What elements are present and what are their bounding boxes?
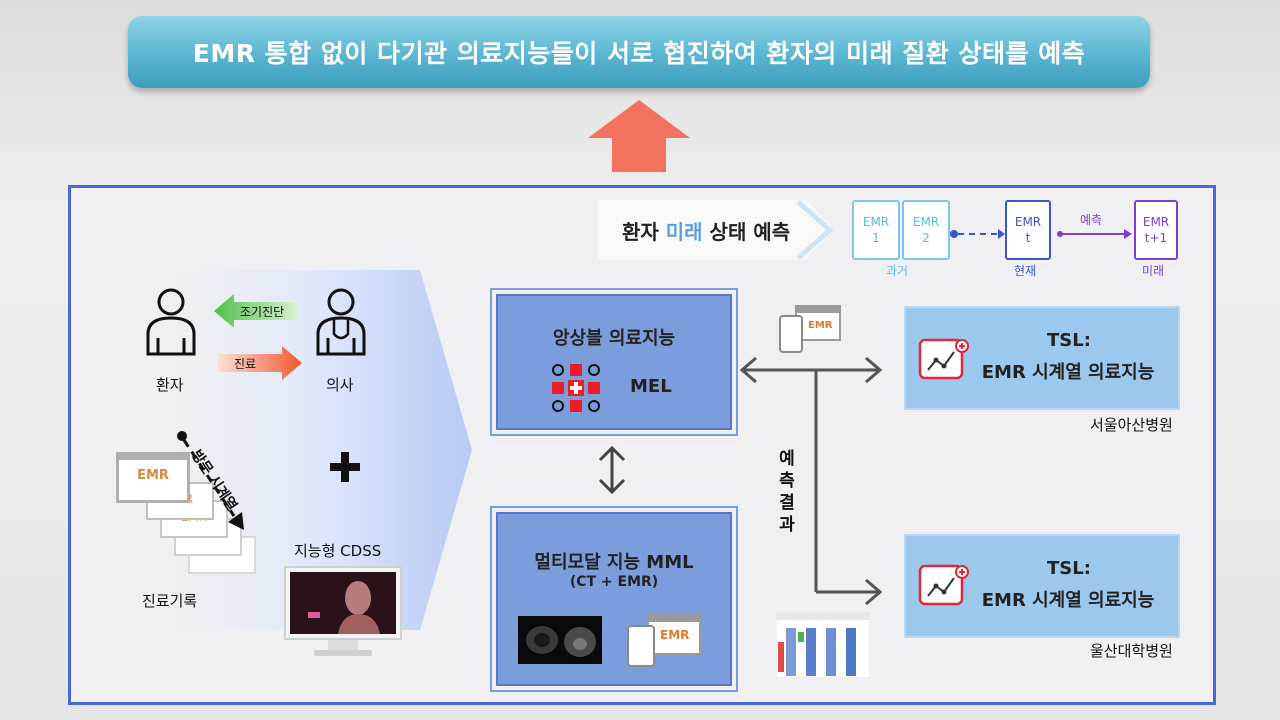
ensemble-title: 앙상블 의료지능 <box>552 328 676 349</box>
early-diagnosis-label: 조기진단 <box>240 305 285 319</box>
present-label: 현재 <box>1014 264 1037 278</box>
multimodal-devices-icon <box>627 613 701 667</box>
ensemble-abbr: MEL <box>630 376 672 397</box>
records-label: 진료기록 <box>142 592 198 610</box>
treatment-arrow-icon <box>218 346 302 380</box>
tsl-subtitle-1: EMR 시계열 의료지능 <box>981 362 1155 383</box>
tsl-chart-icon-1 <box>918 338 969 380</box>
up-arrow-icon <box>588 100 690 172</box>
tsl-subtitle-2: EMR 시계열 의료지능 <box>981 590 1155 611</box>
visit-timeline-arrow-icon <box>177 431 244 530</box>
patient-icon <box>146 288 196 356</box>
top-banner: EMR 통합 없이 다기관 의료지능들이 서로 협진하여 환자의 미래 질환 상… <box>128 16 1150 88</box>
prediction-chevron <box>598 200 834 260</box>
multimodal-emr-label: EMR <box>660 628 690 642</box>
tsl-chart-icon-2 <box>918 564 969 606</box>
tsl-title-2: TSL: <box>1047 558 1091 579</box>
hospital-1: 서울아산병원 <box>1090 416 1173 434</box>
patient-label: 환자 <box>156 376 184 394</box>
spreadsheet-thumbnail <box>776 612 870 678</box>
cdss-monitor-icon <box>284 566 402 656</box>
connector-arrows <box>739 356 883 606</box>
doctor-icon <box>316 288 366 356</box>
timeline-arrows <box>950 229 1132 239</box>
multimodal-subtitle: (CT + EMR) <box>569 574 659 590</box>
multimodal-title: 멀티모달 지능 MML <box>534 552 694 573</box>
predict-label: 예측 <box>1080 213 1103 227</box>
ensemble-box <box>490 288 738 436</box>
plus-icon <box>330 452 360 482</box>
doctor-label: 의사 <box>326 376 354 394</box>
device-emr-icon <box>779 305 841 353</box>
early-diagnosis-arrow-icon <box>214 294 298 328</box>
ensemble-network-icon <box>552 364 600 412</box>
hospital-2: 울산대학병원 <box>1090 642 1173 660</box>
treatment-label: 진료 <box>234 357 257 371</box>
tsl-title-1: TSL: <box>1047 330 1091 351</box>
device-emr-label: EMR <box>808 320 833 331</box>
emr-record-1: EMR <box>116 452 190 503</box>
up-down-arrow-icon <box>598 446 626 494</box>
ct-scan-image <box>518 616 602 664</box>
past-label: 과거 <box>886 264 909 278</box>
prediction-label: 환자 미래 상태 예측 <box>622 220 791 244</box>
top-banner-text: EMR 통합 없이 다기관 의료지능들이 서로 협진하여 환자의 미래 질환 상… <box>192 39 1086 68</box>
cdss-label: 지능형 CDSS <box>294 542 382 560</box>
future-label: 미래 <box>1142 264 1165 278</box>
prediction-result-label: 예측결과 <box>776 448 798 536</box>
